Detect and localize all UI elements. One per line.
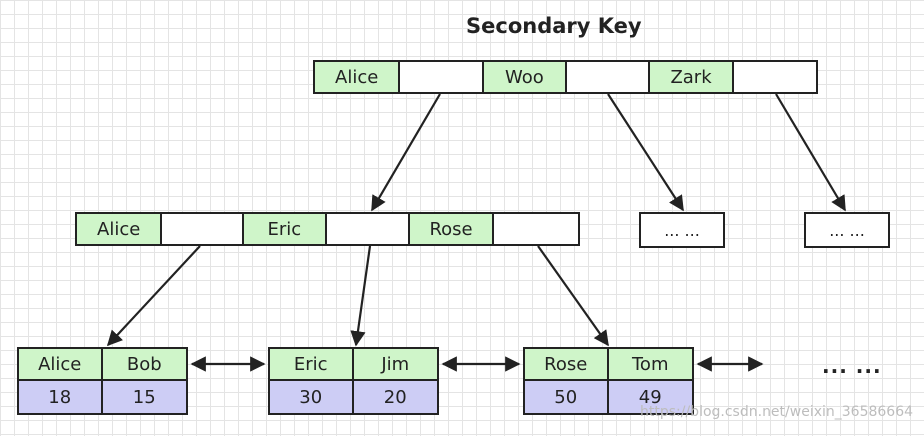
leaf-key: Bob: [102, 349, 186, 381]
root-node: Alice Woo Zark: [313, 60, 818, 94]
leaf-key: Tom: [608, 349, 692, 381]
leaf-key: Rose: [525, 349, 609, 381]
leaf-value: 49: [608, 381, 692, 413]
internal-pointer-1: [162, 214, 244, 244]
root-pointer-2: [567, 62, 651, 92]
more-leaves-ellipsis: ... ...: [822, 354, 882, 378]
arrow-internal-to-leaf-2: [350, 245, 372, 347]
leaf-key: Alice: [19, 349, 103, 381]
watermark: https://blog.csdn.net/weixin_36586664: [640, 404, 914, 420]
diagram-title: Secondary Key: [466, 14, 642, 38]
leaf-value: 18: [19, 381, 103, 413]
internal-key-alice: Alice: [77, 214, 163, 244]
leaf-key: Eric: [270, 349, 354, 381]
leaf-node-2: Eric Jim 30 20: [268, 347, 439, 415]
root-key-alice: Alice: [315, 62, 401, 92]
internal-key-rose: Rose: [410, 214, 494, 244]
leaf-value: 50: [525, 381, 609, 413]
arrow-root-to-placeholder-2: [775, 93, 846, 212]
leaf-value: 30: [270, 381, 354, 413]
leaf-value: 15: [102, 381, 186, 413]
internal-pointer-3: [493, 214, 579, 244]
internal-key-eric: Eric: [243, 214, 328, 244]
arrow-internal-to-leaf-3: [537, 245, 609, 347]
internal-node: Alice Eric Rose: [75, 212, 580, 246]
leaf-key: Jim: [353, 349, 437, 381]
root-key-woo: Woo: [483, 62, 568, 92]
placeholder-node-2: ... ...: [804, 212, 890, 248]
root-key-zark: Zark: [650, 62, 734, 92]
leaf-value: 20: [353, 381, 437, 413]
leaf-node-3: Rose Tom 50 49: [523, 347, 694, 415]
arrow-root-to-placeholder-1: [607, 93, 684, 212]
root-pointer-3: [733, 62, 817, 92]
arrow-internal-to-leaf-1: [106, 245, 201, 347]
root-pointer-1: [400, 62, 484, 92]
internal-pointer-2: [327, 214, 411, 244]
placeholder-node-1: ... ...: [639, 212, 725, 248]
arrow-root-to-internal: [371, 93, 441, 212]
leaf-node-1: Alice Bob 18 15: [17, 347, 188, 415]
